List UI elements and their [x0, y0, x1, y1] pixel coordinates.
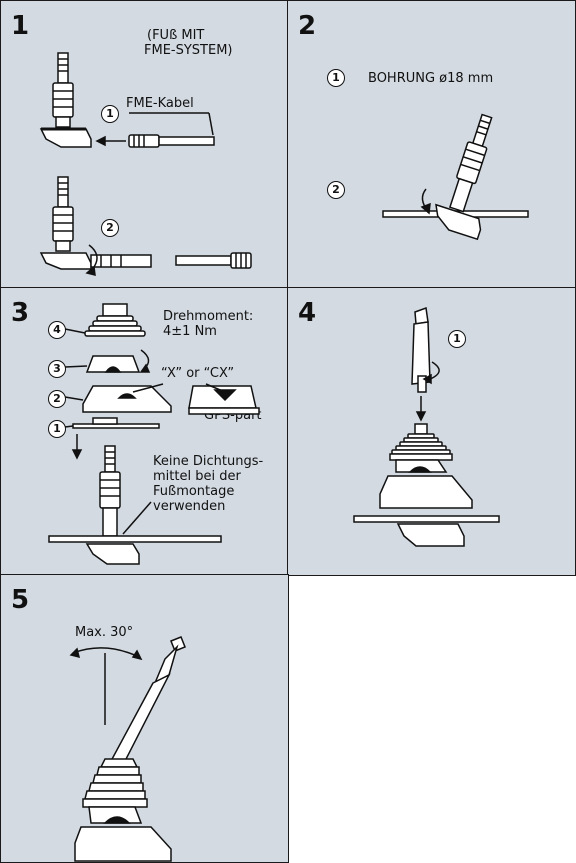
sealant-note-line4: verwenden	[153, 499, 226, 514]
callout-1: 1	[101, 105, 119, 123]
callout-2: 2	[101, 219, 119, 237]
callout-4: 4	[48, 321, 66, 339]
step-number: 2	[298, 11, 317, 41]
panel-2: 2 1 BOHRUNG ø18 mm 2	[287, 0, 576, 289]
step-number: 5	[11, 585, 30, 615]
variant-label: “X” or “CX”	[161, 366, 235, 381]
sealant-note-line3: Fußmontage	[153, 484, 235, 499]
drill-hole-label: BOHRUNG ø18 mm	[368, 71, 494, 86]
callout-3: 3	[48, 360, 66, 378]
panel-2-illustration	[382, 113, 529, 241]
panel-1-illustration	[39, 52, 252, 276]
system-note-line1: (FUß MIT	[147, 28, 205, 43]
sealant-note-line2: mittel bei der	[153, 469, 241, 484]
callout-2: 2	[48, 390, 66, 408]
torque-line2: 4±1 Nm	[163, 324, 217, 339]
sealant-note-line1: Keine Dichtungs-	[153, 454, 264, 469]
torque-line1: Drehmoment:	[163, 309, 254, 324]
panel-5: 5 Max. 30°	[0, 574, 289, 863]
fme-cable-label: FME-Kabel	[126, 96, 194, 111]
panel-3: 3 Drehmoment: 4±1 Nm 4 3 2 1 “X” or “CX”…	[0, 287, 289, 576]
panel-1: 1 (FUß MIT FME-SYSTEM) 1 FME-Kabel 2	[0, 0, 289, 289]
system-note-line2: FME-SYSTEM)	[144, 43, 233, 58]
callout-2: 2	[327, 181, 345, 199]
step-number: 1	[11, 11, 30, 41]
callout-1: 1	[327, 69, 345, 87]
panel-4-illustration	[353, 306, 500, 547]
callout-1: 1	[448, 330, 466, 348]
step-number: 4	[298, 298, 317, 328]
panel-4: 4 1	[287, 287, 576, 576]
step-number: 3	[11, 298, 30, 328]
panel-3-illustration	[48, 303, 260, 565]
panel-5-illustration	[69, 636, 186, 862]
callout-1: 1	[48, 420, 66, 438]
max-angle-label: Max. 30°	[75, 625, 134, 640]
